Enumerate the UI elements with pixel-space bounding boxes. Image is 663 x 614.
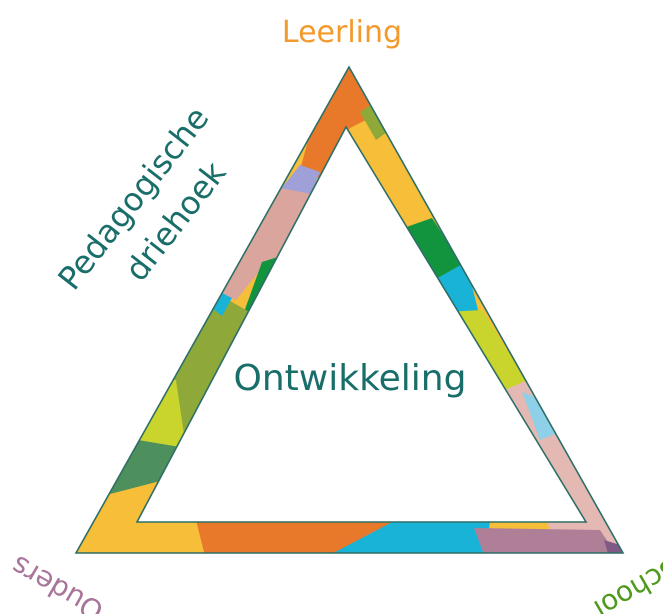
label-leerling: Leerling [282,15,402,50]
frame-patch-orange-bottom [196,520,412,553]
frame-patch-orange-top [300,67,380,178]
frame-patch-green-right [398,218,466,280]
frame-patch-olive-right [360,104,390,140]
inner-triangle-outline [135,125,588,523]
frame-patch-pink-left [214,188,312,300]
frame-patch-sky [522,392,560,440]
outer-triangle-outline [74,65,625,554]
frame-patch-pink-right [500,380,623,553]
frame-patch-forest-left [110,440,186,494]
label-ouders: Ouders [5,549,109,614]
frame-patch-plum-corner [604,540,623,553]
label-ontwikkeling: Ontwikkeling [234,358,467,399]
frame-patch-cyan-bottom [320,520,490,553]
frame-patch-mauve-bottom [474,528,620,553]
frame-patch-lilac [280,165,320,196]
label-school: School [588,551,663,614]
